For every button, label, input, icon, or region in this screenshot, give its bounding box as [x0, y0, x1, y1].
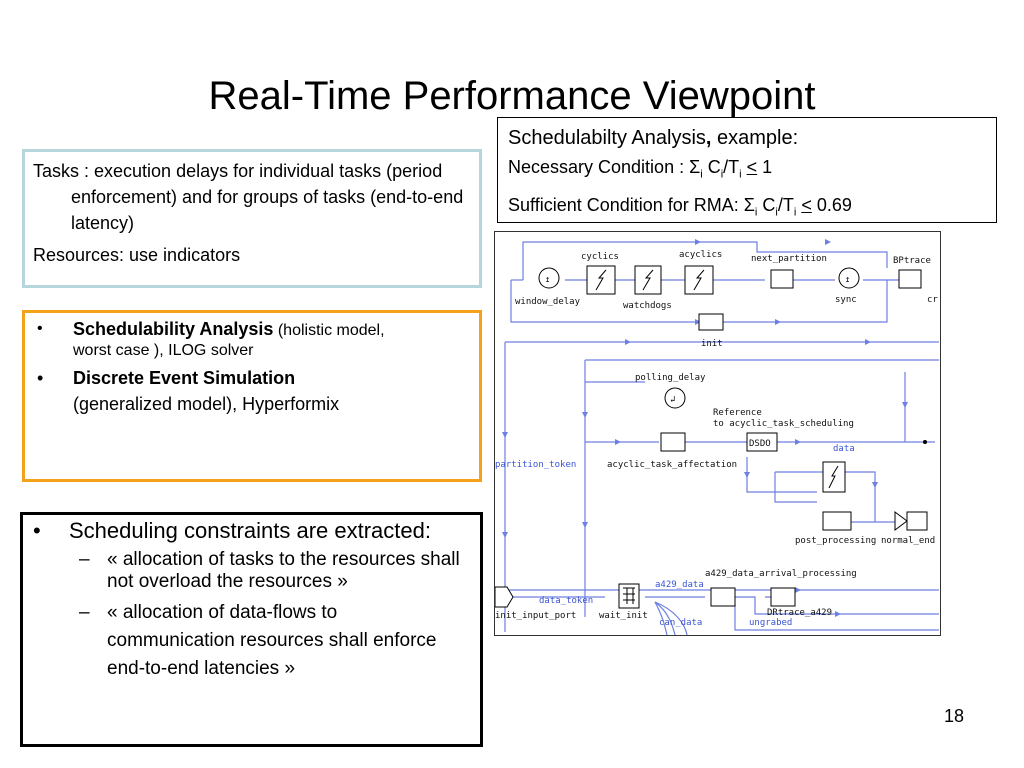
label-can-data: can_data	[659, 618, 702, 628]
subscript-i: i	[739, 168, 742, 181]
top-row-components: ↥ ↥	[538, 265, 922, 331]
label-next-partition: next_partition	[751, 254, 827, 264]
subscript-i: i	[700, 168, 703, 181]
bullet: •	[37, 320, 43, 337]
simulation-model-diagram: ↥ ↥ ↲ cyclics acyclics next_partition	[494, 231, 941, 636]
necessary-condition: Necessary Condition : Σi Ci/Ti < 1	[508, 152, 986, 190]
c-symbol: C	[707, 157, 721, 177]
label-acyclic-task-affectation: acyclic_task_affectation	[607, 460, 737, 470]
sigma-symbol: Σ	[743, 194, 755, 215]
analysis-methods-box: • Schedulability Analysis (holistic mode…	[22, 310, 482, 482]
subscript-i: i	[775, 206, 778, 219]
list-item: • Schedulability Analysis (holistic mode…	[37, 319, 467, 361]
heading-suffix: example:	[711, 127, 799, 149]
label-cr: cr	[927, 295, 938, 305]
label-reference-target: to acyclic_task_scheduling	[713, 419, 854, 429]
label-cyclics: cyclics	[581, 252, 619, 262]
label-partition-token: partition_token	[495, 460, 576, 470]
label-bptrace: BPtrace	[893, 256, 931, 266]
label-normal-end: normal_end	[881, 536, 935, 546]
label-acyclics: acyclics	[679, 250, 722, 260]
bullet: •	[37, 368, 44, 388]
tasks-text: Tasks : execution delays for individual …	[33, 161, 464, 233]
label-wait-init: wait_init	[599, 611, 648, 621]
t-symbol: /T	[777, 194, 794, 215]
label-init: init	[701, 339, 723, 349]
sigma-symbol: Σ	[689, 157, 701, 177]
sufficient-condition: Sufficient Condition for RMA: Σi Ci/Ti <…	[508, 190, 986, 228]
bottom-components	[495, 583, 796, 609]
subscript-i: i	[720, 168, 724, 181]
heading-comma: ,	[705, 127, 712, 149]
label-watchdogs: watchdogs	[623, 301, 672, 311]
label-post-processing: post_processing	[795, 536, 876, 546]
sub-item-text: « allocation of data-flows to communicat…	[107, 602, 437, 679]
page-number: 18	[943, 706, 964, 726]
diagram-canvas: ↥ ↥ ↲ cyclics acyclics next_partition	[495, 239, 939, 635]
item-bold: Discrete Event Simulation	[73, 368, 296, 388]
item-bold: Schedulability Analysis	[73, 319, 274, 339]
label-sync: sync	[835, 295, 857, 305]
necessary-label: Necessary Condition :	[508, 157, 690, 177]
item-rest: (generalized model), Hyperformix	[73, 394, 340, 414]
dash: –	[79, 602, 90, 623]
subscript-i: i	[793, 206, 797, 219]
leq-symbol: <	[801, 194, 812, 215]
timer-glyph: ↥	[845, 275, 850, 285]
timer-glyph: ↥	[545, 275, 550, 285]
tasks-resources-box: Tasks : execution delays for individual …	[22, 149, 482, 288]
label-polling-delay: polling_delay	[635, 373, 706, 383]
label-a429-data-arrival-processing: a429_data_arrival_processing	[705, 569, 857, 579]
constraints-box: • Scheduling constraints are extracted: …	[20, 512, 483, 747]
schedulability-example-box: Schedulabilty Analysis, example: Necessa…	[497, 117, 997, 223]
leq-symbol: <	[746, 157, 758, 177]
list-item: • Scheduling constraints are extracted:	[33, 519, 470, 543]
slide-title: Real-Time Performance Viewpoint	[208, 74, 816, 118]
resources-text: Resources: use indicators	[33, 245, 241, 265]
subscript-i: i	[754, 206, 758, 219]
wire-network	[495, 241, 939, 635]
sufficient-value: 0.69	[816, 194, 852, 215]
sub-item-text: « allocation of tasks to the resources s…	[107, 549, 460, 592]
sub-item: – « allocation of tasks to the resources…	[33, 549, 470, 593]
middle-components: ↲	[660, 387, 928, 531]
sufficient-label: Sufficient Condition for RMA:	[508, 194, 744, 215]
label-data: data	[833, 444, 855, 454]
heading-prefix: Schedulabilty Analysis	[508, 127, 706, 149]
delay-glyph: ↲	[670, 395, 675, 405]
constraints-heading: Scheduling constraints are extracted:	[69, 518, 431, 543]
label-reference: Reference	[713, 408, 762, 418]
t-symbol: /T	[723, 157, 740, 177]
schedulability-heading: Schedulabilty Analysis, example:	[508, 124, 986, 152]
label-window-delay: window_delay	[515, 297, 581, 307]
label-ungrabed: ungrabed	[749, 618, 792, 628]
necessary-value: 1	[762, 157, 773, 177]
label-drtrace-a429: DRtrace_a429	[767, 608, 832, 618]
sub-item: – « allocation of data-flows to communic…	[33, 599, 470, 683]
item-rest-inline: (holistic model,	[273, 322, 385, 339]
c-symbol: C	[762, 194, 776, 215]
bullet: •	[33, 518, 41, 543]
label-data-token: data_token	[539, 596, 593, 606]
label-init-input-port: init_input_port	[495, 611, 576, 621]
dash: –	[79, 549, 90, 570]
label-merge-symbol: DSDO	[749, 439, 771, 449]
item-rest: worst case ), ILOG solver	[73, 342, 254, 359]
label-a429-data: a429_data	[655, 580, 704, 590]
list-item: • Discrete Event Simulation (generalized…	[37, 365, 467, 417]
